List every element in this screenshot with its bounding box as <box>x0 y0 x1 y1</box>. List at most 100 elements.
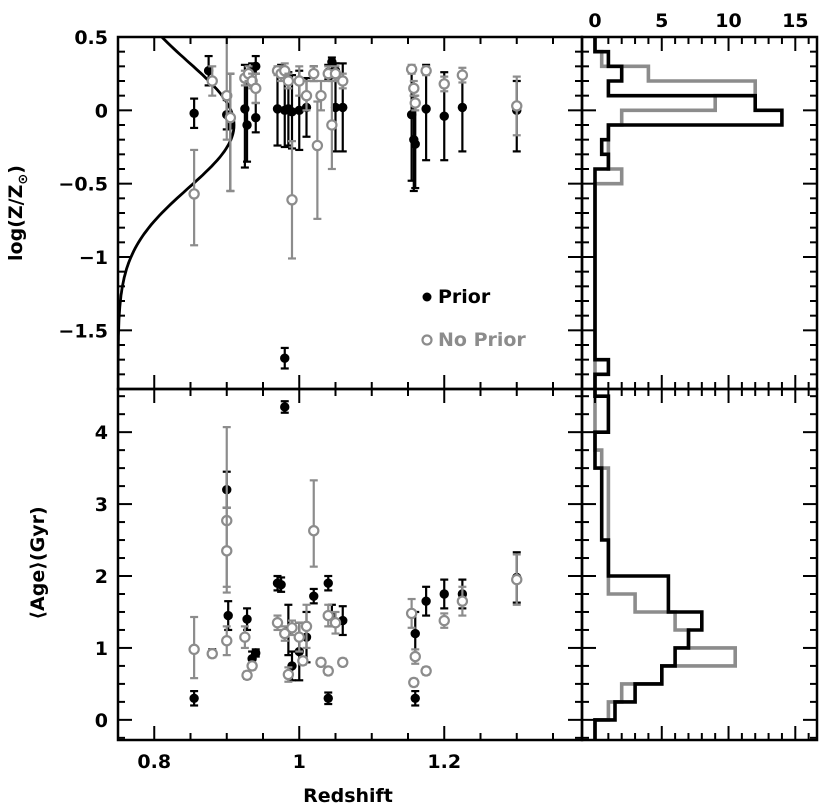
metallicity-y-tick-label: −0.5 <box>58 174 108 196</box>
metallicity-point-no-prior <box>293 75 305 87</box>
age-point-no-prior <box>438 614 450 627</box>
svg-text:log(Z/Z⊙): log(Z/Z⊙) <box>5 165 31 261</box>
age-point-no-prior <box>337 656 349 669</box>
metallicity-point-prior <box>251 61 261 72</box>
metallicity-point-no-prior <box>308 67 320 80</box>
metallicity-histogram-panel: 0 5 10 15 <box>580 10 819 391</box>
age-point-no-prior <box>246 660 258 672</box>
metallicity-point-no-prior <box>405 63 418 75</box>
x-tick-label: 1.2 <box>427 751 461 773</box>
x-axis-title: Redshift <box>303 785 393 807</box>
count-tick-label: 5 <box>655 10 668 32</box>
age-histogram-panel <box>580 387 819 742</box>
metallicity-point-no-prior <box>326 119 338 131</box>
age-point-prior <box>323 693 333 703</box>
age-point-no-prior <box>282 668 295 681</box>
metallicity-hist-frame <box>580 35 819 391</box>
age-point-prior <box>410 693 420 703</box>
legend-marker-no-prior <box>421 334 433 346</box>
metallicity-point-prior <box>421 104 431 114</box>
age-hist-frame <box>580 387 819 742</box>
metallicity-point-no-prior <box>250 82 262 95</box>
legend-label-prior: Prior <box>438 286 491 308</box>
age-point-prior <box>251 648 261 658</box>
age-point-no-prior <box>293 631 305 643</box>
age-point-no-prior <box>221 635 233 647</box>
metallicity-point-no-prior <box>408 82 420 95</box>
age-point-prior <box>439 589 449 599</box>
count-tick-label: 10 <box>715 10 741 32</box>
age-point-no-prior <box>239 631 251 643</box>
age-point-no-prior <box>329 617 342 629</box>
metallicity-point-no-prior <box>300 89 313 102</box>
count-tick-label: 0 <box>588 10 601 32</box>
metallicity-ylabel-main: log(Z/Z <box>5 185 27 261</box>
age-point-prior <box>323 578 333 588</box>
age-point-no-prior <box>322 609 334 622</box>
metallicity-prior-curve <box>118 37 236 389</box>
x-tick-label: 1 <box>293 751 306 773</box>
age-y-tick-label: 1 <box>95 638 108 660</box>
age-point-no-prior <box>206 647 218 660</box>
metallicity-histogram-prior <box>593 37 784 389</box>
legend: Prior No Prior <box>421 286 526 351</box>
age-histogram-prior <box>593 389 704 740</box>
age-point-no-prior <box>322 665 334 677</box>
age-point-prior <box>276 579 286 590</box>
metallicity-point-no-prior <box>438 78 450 90</box>
age-point-prior <box>280 402 290 412</box>
metallicity-point-prior <box>189 108 199 118</box>
metallicity-point-no-prior <box>286 194 298 206</box>
metallicity-point-no-prior <box>224 111 237 124</box>
age-y-tick-label: 2 <box>95 566 108 588</box>
metallicity-ylabel-close: ) <box>5 165 27 174</box>
metallicity-point-prior <box>457 102 468 113</box>
age-point-no-prior <box>271 617 284 629</box>
age-point-no-prior <box>188 643 200 656</box>
age-point-no-prior <box>297 655 309 667</box>
age-point-no-prior <box>315 656 327 669</box>
age-y-axis-title: ⟨Age⟩(Gyr) <box>27 506 49 619</box>
metallicity-point-no-prior <box>409 97 421 109</box>
metallicity-point-no-prior <box>456 69 469 81</box>
age-point-no-prior <box>308 524 320 537</box>
metallicity-point-no-prior <box>420 65 432 77</box>
metallicity-point-no-prior <box>511 100 523 112</box>
metallicity-point-no-prior <box>206 75 218 87</box>
legend-marker-prior <box>422 292 432 302</box>
metallicity-y-tick-label: −1.5 <box>58 320 108 342</box>
age-point-no-prior <box>511 573 523 586</box>
metallicity-y-tick-label: 0.5 <box>74 27 108 49</box>
count-tick-label: 15 <box>782 10 808 32</box>
age-point-prior <box>421 596 431 606</box>
age-point-prior <box>410 628 420 639</box>
age-main-frame <box>116 387 584 742</box>
age-point-prior <box>189 693 199 703</box>
age-point-no-prior <box>241 669 253 681</box>
legend-label-no-prior: No Prior <box>438 329 526 351</box>
metallicity-ylabel-sub: ⊙ <box>16 174 31 185</box>
metallicity-y-tick-label: 0 <box>95 100 108 122</box>
age-point-no-prior <box>405 607 418 620</box>
age-point-no-prior <box>221 545 233 557</box>
metallicity-point-no-prior <box>315 89 327 102</box>
age-y-tick-label: 0 <box>95 710 108 732</box>
age-scatter-panel: 0 1 2 3 4 0.8 1 1.2 <box>95 387 584 773</box>
x-tick-label: 0.8 <box>137 751 171 773</box>
metallicity-histogram-no-prior <box>593 37 757 389</box>
age-point-no-prior <box>420 665 432 677</box>
age-point-prior <box>309 591 319 601</box>
metallicity-point-prior <box>251 112 261 123</box>
metallicity-point-no-prior <box>329 67 342 80</box>
age-point-no-prior <box>300 620 313 633</box>
metallicity-point-no-prior <box>337 75 349 87</box>
metallicity-point-prior <box>280 353 290 363</box>
age-y-tick-label: 4 <box>95 422 108 444</box>
age-y-tick-label: 3 <box>95 494 108 516</box>
metallicity-point-prior <box>242 120 252 130</box>
age-point-prior <box>223 610 233 621</box>
age-point-no-prior <box>408 676 420 689</box>
metallicity-point-prior <box>439 111 449 121</box>
age-point-prior <box>242 614 252 624</box>
